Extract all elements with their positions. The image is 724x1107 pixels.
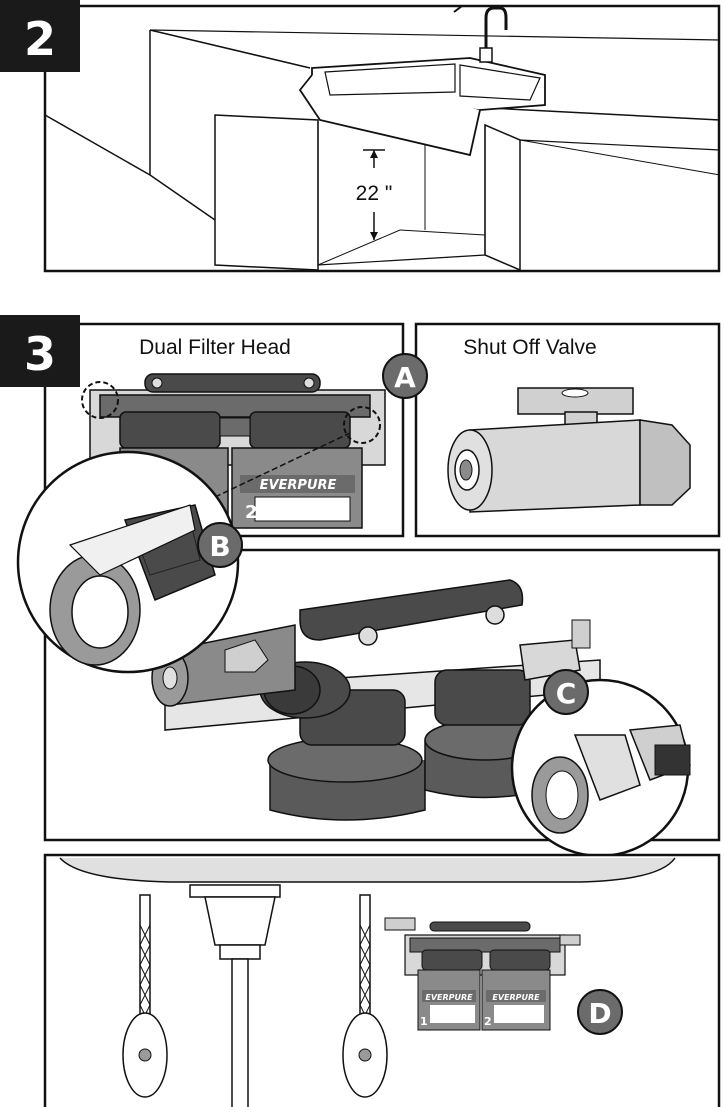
callout-d-letter: D xyxy=(588,997,611,1030)
callout-a-letter: A xyxy=(394,361,416,394)
callout-c-letter: C xyxy=(556,677,577,710)
shut-off-valve-title: Shut Off Valve xyxy=(463,336,596,359)
step-2-panel: 22 " xyxy=(43,4,721,273)
shut-off-valve-panel: Shut Off Valve xyxy=(414,322,721,538)
cartridge-2-number-small: 2 xyxy=(484,1015,492,1028)
cartridge-2-brand-small: EVERPURE xyxy=(492,993,540,1002)
dual-filter-head-title: Dual Filter Head xyxy=(139,336,291,359)
under-sink-panel: EVERPURE EVERPURE 1 2 xyxy=(43,853,721,1107)
dual-filter-head-panel: Dual Filter Head EVERPURE 2 xyxy=(43,322,405,538)
step-2-number: 2 xyxy=(24,12,56,66)
callout-d: D xyxy=(577,989,623,1035)
cartridge-1-brand-small: EVERPURE xyxy=(425,993,473,1002)
callout-c-magnifier: C xyxy=(510,669,691,858)
step-3-number: 3 xyxy=(24,327,56,381)
cartridge-2-brand: EVERPURE xyxy=(260,478,337,493)
step-2-badge: 2 xyxy=(0,0,80,72)
cartridge-2-number: 2 xyxy=(245,502,258,523)
cartridge-1-number-small: 1 xyxy=(420,1015,428,1028)
step-3-badge: 3 xyxy=(0,315,80,387)
callout-b-letter: B xyxy=(209,530,230,563)
callout-b-magnifier: B xyxy=(16,450,243,674)
callout-a: A xyxy=(382,353,428,399)
measurement-label: 22 " xyxy=(356,182,393,205)
